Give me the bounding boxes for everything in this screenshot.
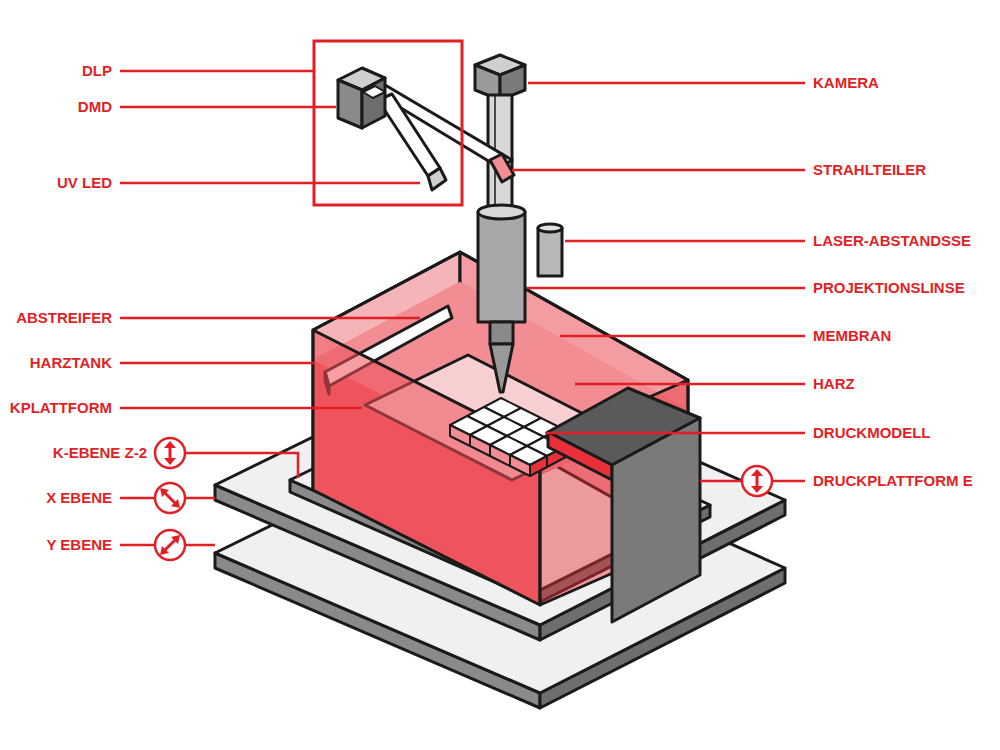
part-label: PROJEKTIONSLINSE [812,280,966,297]
leader-lines [120,71,805,545]
part-label: UV LED [56,175,113,192]
model-cube-face [450,425,470,446]
part-label: X EBENE [45,490,113,507]
part-label: HARZTANK [29,355,113,372]
model-cube-face [490,445,510,466]
axis-icons [155,438,772,560]
part-label: KAMERA [812,75,880,92]
part-label: STRAHLTEILER [812,162,927,179]
part-label: DRUCKPLATTFORM E [812,473,974,490]
part-label: DLP [81,63,113,80]
part-label: LASER-ABSTANDSSE [812,233,972,250]
platform-lift [548,388,700,622]
optics [338,55,562,392]
part-label: DMD [77,99,113,116]
model-cube-face [510,455,530,476]
part-label: K-EBENE Z-2 [52,445,148,462]
part-label: Y EBENE [45,537,113,554]
part-label: HARZ [812,376,856,393]
part-label: MEMBRAN [812,328,892,345]
part-label: ABSTREIFER [15,310,113,327]
model-cube-face [530,456,547,476]
dlp-frame [314,41,462,205]
model-cube-face [470,435,490,456]
part-label: DRUCKMODELL [812,425,932,442]
part-label: KPLATTFORM [9,400,113,417]
